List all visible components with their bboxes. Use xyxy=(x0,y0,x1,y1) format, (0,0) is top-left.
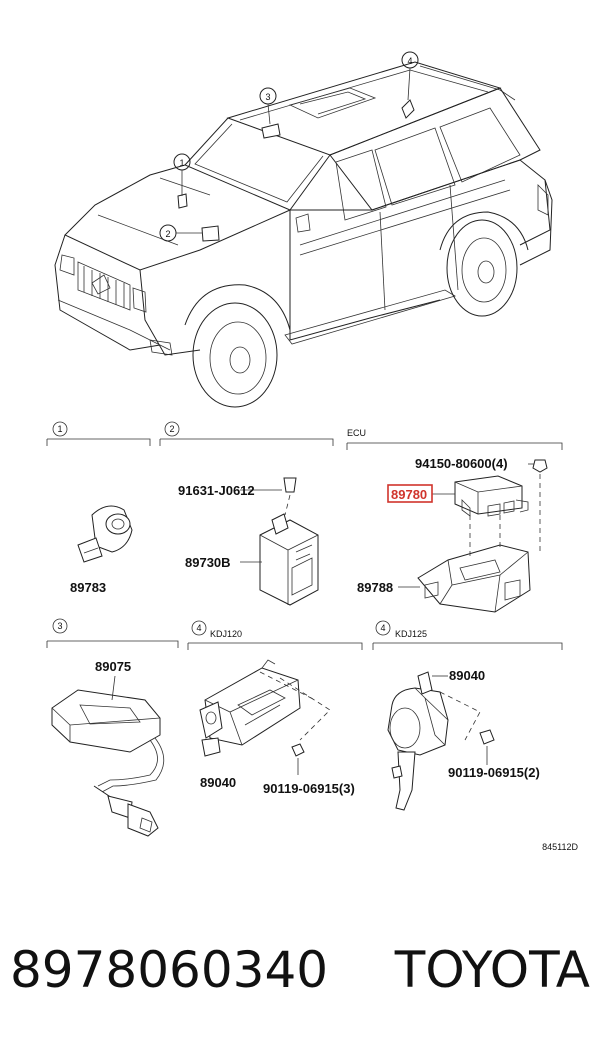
part-89730b-illustration xyxy=(240,477,319,606)
label-89040-kdj125[interactable]: 89040 xyxy=(449,668,485,683)
label-90119-2[interactable]: 90119-06915(2) xyxy=(448,765,540,780)
svg-text:2: 2 xyxy=(169,424,174,434)
part-89040-kdj120-illustration xyxy=(199,659,331,775)
part-89783-illustration xyxy=(77,505,133,563)
svg-text:KDJ120: KDJ120 xyxy=(210,629,242,639)
section-header-3: 3 xyxy=(46,618,179,648)
part-89075-illustration xyxy=(51,675,165,837)
svg-text:4: 4 xyxy=(380,623,385,633)
label-89780-highlighted[interactable]: 89780 xyxy=(391,487,427,502)
brand-name: TOYOTA xyxy=(394,941,590,999)
part-number: 8978060340 xyxy=(10,941,329,999)
product-footer: 8978060340 TOYOTA xyxy=(0,935,600,1015)
svg-text:4: 4 xyxy=(407,56,412,66)
label-89040-kdj120[interactable]: 89040 xyxy=(200,775,236,790)
callout-3: 3 xyxy=(259,87,277,125)
svg-text:3: 3 xyxy=(57,621,62,631)
label-89783[interactable]: 89783 xyxy=(70,580,106,595)
highlight-box-89780 xyxy=(387,484,433,503)
svg-text:KDJ125: KDJ125 xyxy=(395,629,427,639)
callout-1: 1 xyxy=(173,153,191,196)
label-89730b[interactable]: 89730B xyxy=(185,555,231,570)
callout-4: 4 xyxy=(401,51,419,101)
label-90119-3[interactable]: 90119-06915(3) xyxy=(263,781,355,796)
callout-2: 2 xyxy=(159,224,202,242)
section-header-4-kdj125: 4 KDJ125 xyxy=(372,620,563,650)
vehicle-illustration: 1 2 3 4 xyxy=(54,51,553,408)
svg-text:2: 2 xyxy=(165,229,170,239)
svg-text:1: 1 xyxy=(57,424,62,434)
section-header-2: 2 xyxy=(159,421,334,446)
label-94150[interactable]: 94150-80600(4) xyxy=(415,456,508,471)
reference-code: 845112D xyxy=(542,842,578,852)
label-89788[interactable]: 89788 xyxy=(357,580,393,595)
label-91631[interactable]: 91631-J0612 xyxy=(178,483,255,498)
section-header-ecu: ECU xyxy=(346,428,563,450)
section-header-1: 1 xyxy=(46,421,151,446)
ecu-illustration xyxy=(398,459,548,613)
section-header-4-kdj120: 4 KDJ120 xyxy=(187,620,363,650)
part-89040-kdj125-illustration xyxy=(387,671,495,811)
svg-text:1: 1 xyxy=(179,158,184,168)
svg-text:4: 4 xyxy=(196,623,201,633)
svg-text:ECU: ECU xyxy=(347,428,366,438)
svg-text:3: 3 xyxy=(265,92,270,102)
label-89075[interactable]: 89075 xyxy=(95,659,131,674)
